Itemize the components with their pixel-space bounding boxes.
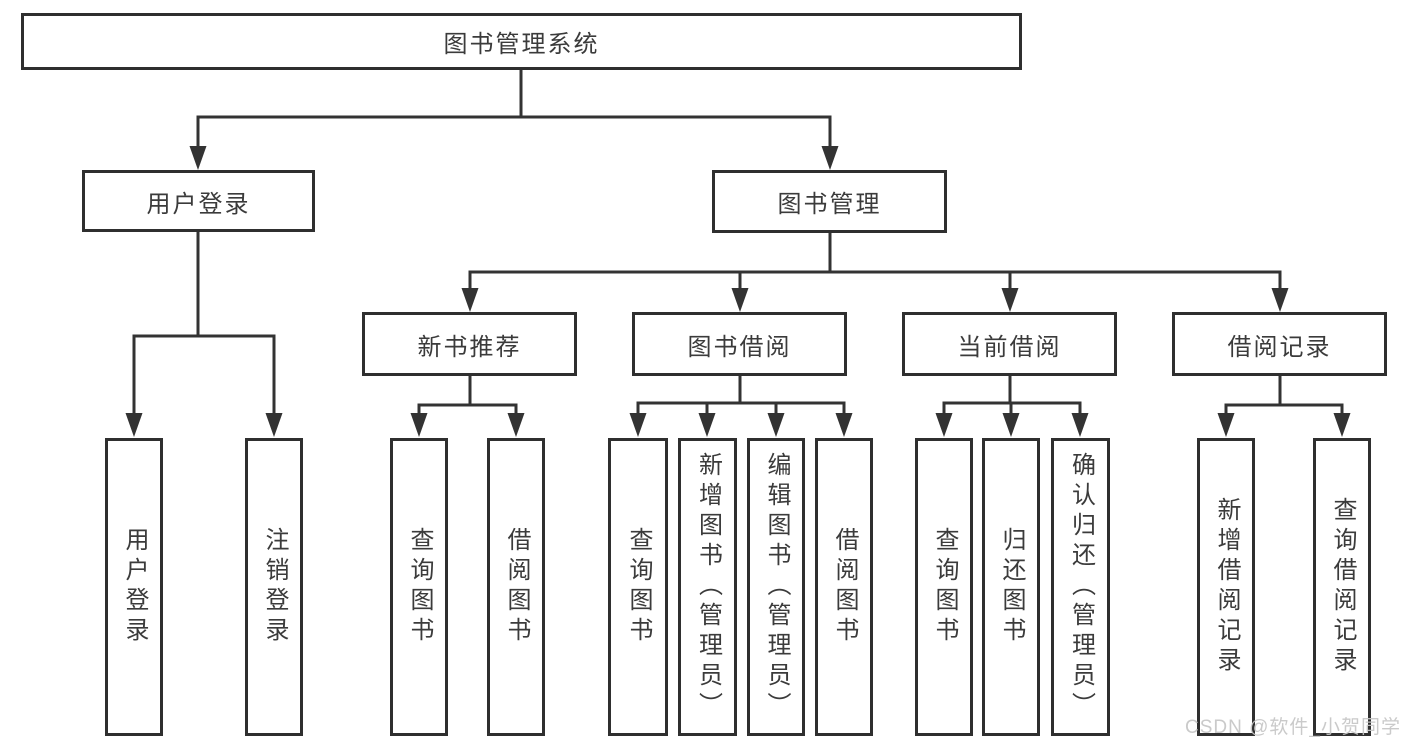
connector-current-borrow-to-leaves (935, 376, 1089, 437)
node-leaf-borrow-book-rec-label: 借阅图书 (503, 527, 530, 647)
node-root-label: 图书管理系统 (443, 31, 600, 58)
node-leaf-user-login: 用户登录 (105, 438, 163, 736)
node-leaf-logout: 注销登录 (245, 438, 303, 736)
node-leaf-query-book-current-label: 查询图书 (931, 527, 958, 647)
node-current-borrow-label: 当前借阅 (957, 333, 1062, 361)
node-leaf-borrow-book-borrow: 借阅图书 (815, 438, 873, 736)
node-leaf-user-login-label: 用户登录 (121, 527, 148, 647)
node-book-mgmt: 图书管理 (712, 170, 947, 233)
node-book-borrow: 图书借阅 (632, 312, 847, 376)
node-leaf-query-book-borrow-label: 查询图书 (625, 527, 652, 647)
node-borrow-records-label: 借阅记录 (1227, 333, 1332, 361)
connector-book-borrow-to-leaves (629, 376, 853, 437)
node-book-borrow-label: 图书借阅 (687, 333, 792, 361)
connector-user-login-to-leaves (125, 232, 283, 437)
node-leaf-confirm-return-admin-label: 确认归还（管理员） (1067, 452, 1095, 722)
node-leaf-query-book-rec-label: 查询图书 (406, 527, 433, 647)
node-current-borrow: 当前借阅 (902, 312, 1117, 376)
node-leaf-logout-label: 注销登录 (261, 527, 288, 647)
node-user-login: 用户登录 (82, 170, 315, 232)
connector-book-mgmt-to-level3 (461, 233, 1289, 312)
node-leaf-query-book-rec: 查询图书 (390, 438, 448, 736)
node-leaf-add-book-admin: 新增图书（管理员） (678, 438, 737, 736)
node-leaf-add-borrow-record: 新增借阅记录 (1197, 438, 1255, 736)
node-leaf-add-borrow-record-label: 新增借阅记录 (1213, 497, 1240, 677)
node-leaf-edit-book-admin-label: 编辑图书（管理员） (763, 452, 790, 722)
node-borrow-records: 借阅记录 (1172, 312, 1387, 376)
node-leaf-borrow-book-borrow-label: 借阅图书 (831, 527, 858, 647)
connector-root-to-level2 (189, 70, 839, 170)
node-leaf-query-book-current: 查询图书 (915, 438, 973, 736)
node-user-login-label: 用户登录 (146, 190, 251, 218)
node-leaf-edit-book-admin: 编辑图书（管理员） (747, 438, 805, 736)
node-leaf-query-borrow-record: 查询借阅记录 (1313, 438, 1371, 736)
node-leaf-confirm-return-admin: 确认归还（管理员） (1051, 438, 1110, 736)
node-leaf-query-book-borrow: 查询图书 (608, 438, 668, 736)
node-leaf-return-book-label: 归还图书 (998, 527, 1025, 647)
node-leaf-add-book-admin-label: 新增图书（管理员） (694, 452, 722, 722)
node-leaf-query-borrow-record-label: 查询借阅记录 (1329, 497, 1356, 677)
node-book-mgmt-label: 图书管理 (777, 191, 882, 218)
node-new-book-rec: 新书推荐 (362, 312, 577, 376)
node-root: 图书管理系统 (21, 13, 1022, 70)
node-new-book-rec-label: 新书推荐 (417, 333, 522, 361)
node-leaf-return-book: 归还图书 (982, 438, 1040, 736)
node-leaf-borrow-book-rec: 借阅图书 (487, 438, 545, 736)
connector-borrow-records-to-leaves (1217, 376, 1351, 437)
csdn-watermark: CSDN @软件_小贺同学 (1185, 717, 1401, 738)
connector-new-book-rec-to-leaves (410, 376, 525, 437)
